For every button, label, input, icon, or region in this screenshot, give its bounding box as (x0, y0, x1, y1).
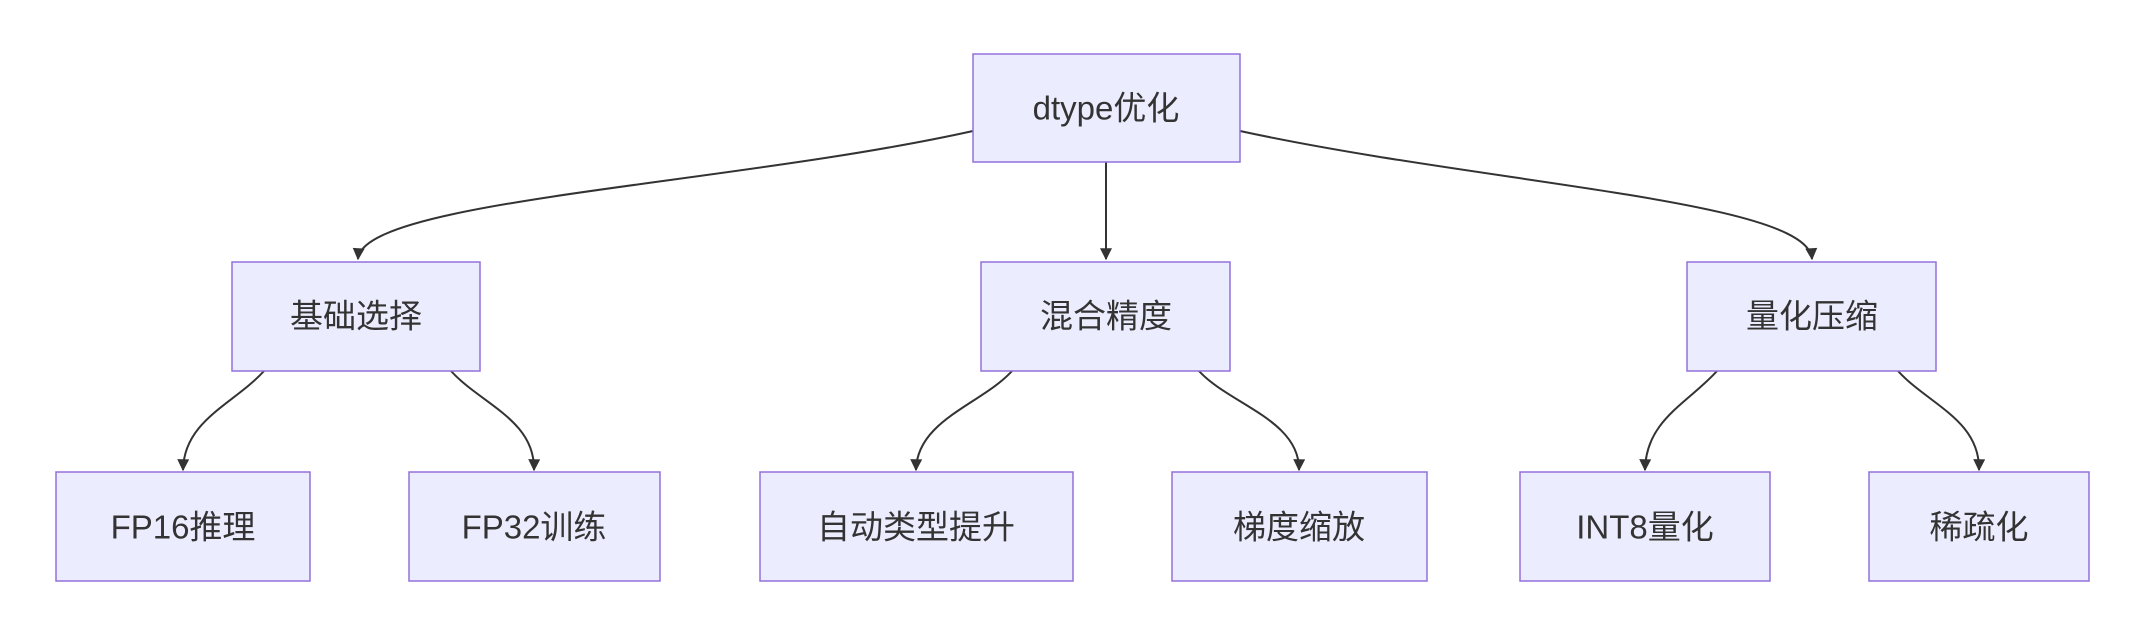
node-label: 混合精度 (1040, 298, 1172, 335)
edge-dtype-optimization-to-quantization-compression (1239, 130, 1818, 261)
node-label: 自动类型提升 (817, 509, 1015, 546)
edge-basic-selection-to-fp16-inference (177, 370, 265, 472)
node-box (1686, 261, 1937, 372)
node-label: 稀疏化 (1930, 509, 2029, 546)
edge-layer (177, 130, 1986, 472)
node-box (1171, 471, 1428, 582)
node-label: FP16推理 (111, 509, 256, 546)
node-label: INT8量化 (1576, 509, 1714, 546)
node-int8-quantization: INT8量化 (1519, 471, 1771, 582)
edge-basic-selection-to-fp32-training (450, 370, 541, 472)
node-box (1868, 471, 2090, 582)
node-box (55, 471, 311, 582)
node-auto-type-promotion: 自动类型提升 (759, 471, 1074, 582)
node-label: 梯度缩放 (1233, 509, 1365, 546)
node-basic-selection: 基础选择 (231, 261, 481, 372)
node-label: 基础选择 (290, 298, 422, 335)
edge-mixed-precision-to-gradient-scaling (1198, 370, 1306, 472)
node-quantization-compression: 量化压缩 (1686, 261, 1937, 372)
node-box (972, 53, 1241, 163)
node-gradient-scaling: 梯度缩放 (1171, 471, 1428, 582)
edge-mixed-precision-to-auto-type-promotion (910, 370, 1013, 472)
node-box (759, 471, 1074, 582)
edge-dtype-optimization-to-basic-selection (352, 130, 974, 261)
node-label: FP32训练 (462, 509, 607, 546)
node-dtype-optimization: dtype优化 (972, 53, 1241, 163)
node-box (1519, 471, 1771, 582)
node-label: dtype优化 (1033, 90, 1180, 127)
edge-quantization-compression-to-int8-quantization (1639, 370, 1718, 472)
node-box (408, 471, 661, 582)
node-box (231, 261, 481, 372)
node-box (980, 261, 1231, 372)
node-fp32-training: FP32训练 (408, 471, 661, 582)
node-fp16-inference: FP16推理 (55, 471, 311, 582)
node-mixed-precision: 混合精度 (980, 261, 1231, 372)
node-label: 量化压缩 (1746, 298, 1878, 335)
edge-quantization-compression-to-sparsification (1897, 370, 1986, 472)
node-sparsification: 稀疏化 (1868, 471, 2090, 582)
